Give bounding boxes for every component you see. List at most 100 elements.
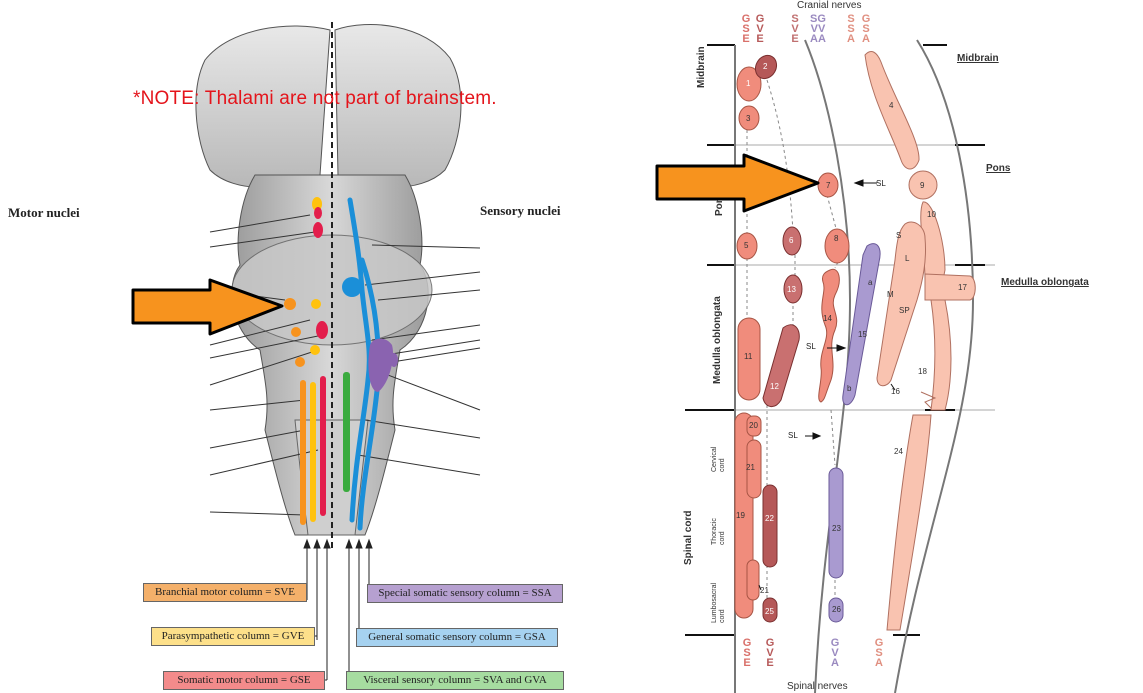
nucleus-11: [737, 317, 761, 401]
sl-label-3: SL: [788, 431, 798, 440]
nucleus-21a: [746, 439, 762, 499]
cranial-nerves-title: Cranial nerves: [797, 0, 862, 11]
letter-S: S: [896, 231, 902, 240]
nucleus-13: [783, 274, 803, 304]
top-col-gsa: G S A: [861, 13, 871, 45]
letter-L: L: [905, 254, 910, 263]
sensory-nuclei-title: Sensory nuclei: [480, 203, 561, 218]
num-7: 7: [826, 181, 831, 190]
vertical-label-medulla: Medulla oblongata: [712, 296, 723, 384]
nucleus-5: [736, 232, 758, 260]
nucleus-9: [908, 170, 938, 200]
region-label-medulla: Medulla oblongata: [1001, 277, 1089, 288]
num-4: 4: [889, 101, 894, 110]
num-15: 15: [858, 330, 867, 339]
bottom-col-gse: G S E: [742, 637, 752, 669]
nucleus-24: [886, 414, 932, 631]
right-panel-diagram: [685, 39, 995, 693]
num-10: 10: [927, 210, 936, 219]
nucleus-8: [824, 228, 850, 264]
vertical-label-thoracic: Thoracic cord: [711, 518, 726, 545]
top-col-gve: G V E: [755, 13, 765, 45]
num-23: 23: [832, 524, 841, 533]
gse-nucleus-1: [314, 207, 322, 219]
nucleus-26: [828, 597, 844, 623]
num-8: 8: [834, 234, 839, 243]
letter-M: M: [887, 290, 894, 299]
num-22: 22: [765, 514, 774, 523]
legend-special-somatic-sensory: Special somatic sensory column = SSA: [367, 584, 563, 603]
sve-column: [300, 380, 306, 520]
bottom-col-gsa: G S A: [874, 637, 884, 669]
vertical-label-midbrain: Midbrain: [696, 46, 707, 88]
gve-nucleus-2: [311, 299, 321, 309]
nucleus-7: [817, 172, 839, 198]
legend-parasympathetic: Parasympathetic column = GVE: [151, 627, 315, 646]
num-2: 2: [763, 62, 768, 71]
nucleus-3: [738, 105, 760, 131]
num-14: 14: [823, 314, 832, 323]
sve-nucleus-2: [291, 327, 301, 337]
num-5: 5: [744, 241, 749, 250]
gve-nucleus-3: [310, 345, 320, 355]
num-16: 16: [891, 387, 900, 396]
gsa-tract: [347, 197, 372, 523]
num-6: 6: [789, 236, 794, 245]
gve-column: [310, 382, 316, 522]
sve-nucleus-1: [284, 298, 296, 310]
bottom-col-gve: G V E: [765, 637, 775, 669]
region-label-midbrain: Midbrain: [957, 53, 999, 64]
spinal-nerves-title: Spinal nerves: [787, 681, 848, 692]
vertical-label-lumbosacral: Lumbosacral cord: [711, 582, 726, 623]
bottom-col-gva: G V A: [830, 637, 840, 669]
legend-general-somatic-sensory: General somatic sensory column = GSA: [356, 628, 558, 647]
nucleus-25: [762, 597, 778, 623]
orange-arrow-right: [655, 153, 820, 213]
sl-label-2: SL: [806, 342, 816, 351]
num-19: 19: [736, 511, 745, 520]
sve-nucleus-3: [295, 357, 305, 367]
left-panel: Motor nuclei Sensory nuclei Branchial mo…: [8, 22, 564, 690]
num-17: 17: [958, 283, 967, 292]
num-11: 11: [744, 352, 753, 361]
ssa-nuclei: [368, 338, 394, 392]
motor-nuclei-title: Motor nuclei: [8, 205, 80, 220]
nucleus-1: [736, 66, 762, 102]
letter-a: a: [868, 278, 873, 287]
num-24: 24: [894, 447, 903, 456]
num-13: 13: [787, 285, 796, 294]
gse-column: [320, 376, 326, 516]
top-col-gse: G S E: [741, 13, 751, 45]
nucleus-23: [828, 467, 844, 579]
legend-branchial-motor: Branchial motor column = SVE: [143, 583, 307, 602]
letter-SP: SP: [899, 306, 910, 315]
num-12: 12: [770, 382, 779, 391]
gse-nucleus-3: [316, 321, 328, 339]
num-20: 20: [749, 421, 758, 430]
ssa-nucleus-2: [390, 353, 398, 367]
vertical-label-spinal-cord: Spinal cord: [683, 510, 694, 565]
legend-somatic-motor: Somatic motor column = GSE: [163, 671, 325, 690]
legend-visceral-sensory: Visceral sensory column = SVA and GVA: [346, 671, 564, 690]
nucleus-22: [762, 484, 778, 568]
nucleus-14: [818, 268, 840, 403]
nucleus-18: [930, 299, 952, 411]
top-col-sve: S V E: [791, 13, 799, 45]
nucleus-17: [924, 273, 976, 301]
gsa-nucleus: [342, 277, 362, 297]
nucleus-6: [782, 226, 802, 256]
top-col-sgvvaa: SG VV AA: [810, 13, 826, 45]
orange-arrow-left: [131, 278, 284, 336]
num-21b: 21: [760, 586, 769, 595]
num-26: 26: [832, 605, 841, 614]
sl-label-1: SL: [876, 179, 886, 188]
nucleus-S-L: [876, 221, 926, 387]
num-21a: 21: [746, 463, 755, 472]
nucleus-21b: [746, 559, 760, 601]
letter-b: b: [847, 384, 852, 393]
brainstem-illustration: [195, 22, 481, 681]
num-3: 3: [746, 114, 751, 123]
thalami-note: *NOTE: Thalami are not part of brainstem…: [133, 88, 497, 109]
nucleus-20: [746, 415, 762, 437]
nucleus-12: [762, 324, 800, 407]
